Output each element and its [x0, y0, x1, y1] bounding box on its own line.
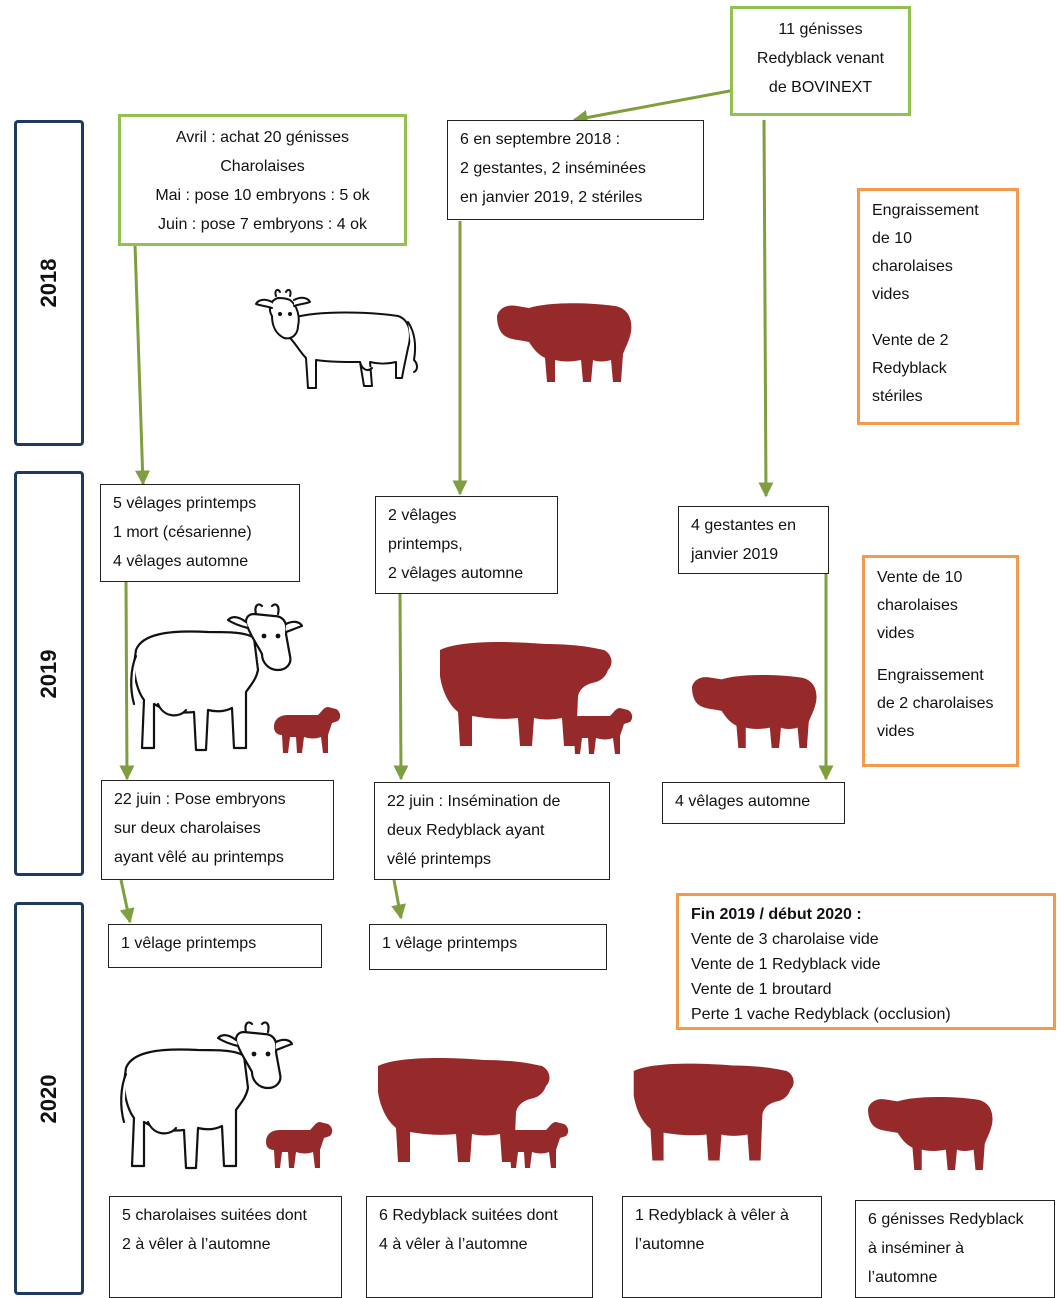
text-line: Vente de 2 [872, 332, 949, 349]
box-spring-calving-a: 1 vêlage printemps [108, 924, 322, 968]
text-line: de 10 [872, 230, 913, 247]
text-line: 5 vêlages printemps [113, 495, 257, 512]
text-line: 4 vêlages automne [113, 553, 249, 570]
text-line: Redyblack venant [756, 50, 885, 67]
text-line: charolaises [872, 258, 953, 275]
text-line: à inséminer à [868, 1240, 965, 1257]
text-line: charolaises [877, 597, 958, 614]
text-line: vides [877, 723, 915, 740]
text-line: Avril : achat 20 génisses [175, 129, 350, 146]
redyblack-cow-silhouette-icon [497, 303, 632, 382]
charolaise-cow-outline-icon [130, 603, 304, 752]
box-bovinext-heifers: 11 génisses Redyblack venant de BOVINEXT [730, 6, 911, 116]
box-final-heifers: 6 génisses Redyblack à inséminer à l’aut… [855, 1200, 1055, 1298]
charolaise-cow-outline-icon [120, 1021, 294, 1170]
box-end-2019-start-2020: Fin 2019 / début 2020 : Vente de 3 charo… [676, 893, 1056, 1030]
text-line: 4 à vêler à l’automne [379, 1236, 528, 1253]
redyblack-cow-silhouette-icon [440, 642, 612, 746]
text-line: Vente de 1 Redyblack vide [691, 956, 881, 973]
text-line: 1 mort (césarienne) [113, 524, 252, 541]
box-title: Fin 2019 / début 2020 : [691, 906, 862, 923]
charolaise-cow-outline-icon [255, 288, 418, 389]
redyblack-cow-silhouette-icon [692, 674, 817, 748]
arrow-avril-to-velages [133, 243, 151, 486]
text-line: Engraissement [872, 202, 979, 219]
calf-silhouette-icon [566, 708, 633, 754]
box-june-insemination: 22 juin : Insémination de deux Redyblack… [374, 782, 610, 880]
box-sales-fattening-2019: Vente de 10 charolaises vides Engraissem… [862, 555, 1019, 767]
year-bar-2019: 2019 [14, 471, 84, 876]
calf-silhouette-icon [502, 1122, 569, 1168]
text-line: Juin : pose 7 embryons : 4 ok [158, 216, 367, 233]
text-line: 6 en septembre 2018 : [460, 131, 621, 148]
text-line: en janvier 2019, 2 stériles [460, 189, 643, 206]
arrow-velages-to-insemination [393, 593, 409, 781]
arrow-velages-to-embryons [119, 581, 135, 781]
text-line: janvier 2019 [691, 546, 779, 563]
box-september-2018: 6 en septembre 2018 : 2 gestantes, 2 ins… [447, 120, 704, 220]
text-line: vêlé printemps [387, 851, 492, 868]
arrow-embryons-to-printemps [119, 879, 135, 924]
box-spring-calving-b: 1 vêlage printemps [369, 924, 607, 970]
box-pregnant-january-2019: 4 gestantes en janvier 2019 [678, 506, 829, 574]
box-final-charolaise: 5 charolaises suitées dont 2 à vêler à l… [109, 1196, 342, 1298]
text-line: 2 à vêler à l’automne [122, 1236, 271, 1253]
box-final-redyblack-suitees: 6 Redyblack suitées dont 4 à vêler à l’a… [366, 1196, 593, 1298]
text-line: 11 génisses [778, 21, 863, 38]
text-line: Engraissement [877, 667, 984, 684]
arrow-bovinext-to-gestantes [758, 119, 774, 498]
text-line: 1 vêlage printemps [382, 935, 518, 952]
text-line: Vente de 10 [877, 569, 963, 586]
box-calvings-redyblack-2019: 2 vêlages printemps, 2 vêlages automne [375, 496, 558, 594]
text-line: Vente de 1 broutard [691, 981, 832, 998]
arrow-bovinext-to-sept [572, 88, 736, 125]
text-line: 6 Redyblack suitées dont [379, 1207, 558, 1224]
year-bar-2020: 2020 [14, 902, 84, 1295]
text-line: 2 gestantes, 2 inséminées [460, 160, 646, 177]
text-line: 4 gestantes en [691, 517, 796, 534]
text-line: de 2 charolaises [877, 695, 994, 712]
text-line: Vente de 3 charolaise vide [691, 931, 879, 948]
calf-silhouette-icon [266, 1122, 333, 1168]
text-line: l’automne [635, 1236, 705, 1253]
text-line: sur deux charolaises [114, 820, 261, 837]
redyblack-cow-silhouette-icon [633, 1063, 794, 1161]
text-line: vides [872, 286, 910, 303]
calf-silhouette-icon [274, 707, 341, 753]
text-line: 5 charolaises suitées dont [122, 1207, 307, 1224]
text-line: Redyblack [872, 360, 947, 377]
text-line: 2 vêlages automne [388, 565, 524, 582]
box-april-purchase: Avril : achat 20 génisses Charolaises Ma… [118, 114, 407, 246]
box-june-embryo-transfer: 22 juin : Pose embryons sur deux charola… [101, 780, 334, 880]
text-line: stériles [872, 388, 923, 405]
box-autumn-calvings: 4 vêlages automne [662, 782, 845, 824]
text-line: 22 juin : Pose embryons [114, 791, 286, 808]
text-line: 22 juin : Insémination de [387, 793, 561, 810]
year-bar-2018: 2018 [14, 120, 84, 446]
text-line: printemps, [388, 536, 463, 553]
text-line: Perte 1 vache Redyblack (occlusion) [691, 1006, 951, 1023]
text-line: 6 génisses Redyblack [868, 1211, 1024, 1228]
arrow-insemination-to-printemps [391, 879, 406, 920]
box-calvings-charolaise-2019: 5 vêlages printemps 1 mort (césarienne) … [100, 484, 300, 582]
text-line: 1 Redyblack à vêler à [635, 1207, 789, 1224]
text-line: ayant vêlé au printemps [114, 849, 284, 866]
text-line: 4 vêlages automne [675, 793, 811, 810]
text-line: Mai : pose 10 embryons : 5 ok [155, 187, 370, 204]
redyblack-cow-silhouette-icon [868, 1096, 993, 1170]
text-line: vides [877, 625, 915, 642]
box-final-redyblack-autumn: 1 Redyblack à vêler à l’automne [622, 1196, 822, 1298]
text-line: 1 vêlage printemps [121, 935, 257, 952]
text-line: Charolaises [220, 158, 305, 175]
box-fattening-sales-2018: Engraissement de 10 charolaises vides Ve… [857, 188, 1019, 425]
text-line: 2 vêlages [388, 507, 457, 524]
text-line: l’automne [868, 1269, 938, 1286]
text-line: de BOVINEXT [768, 79, 873, 96]
text-line: deux Redyblack ayant [387, 822, 545, 839]
